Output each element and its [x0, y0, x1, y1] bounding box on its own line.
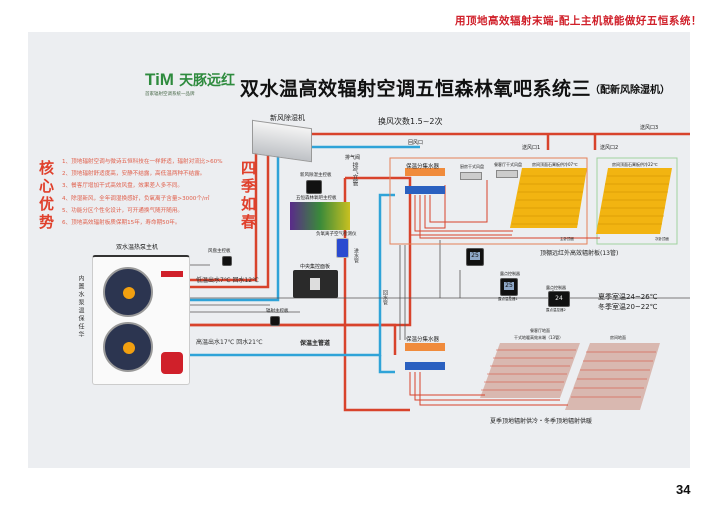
- four-seasons-heading: 四季如春: [239, 160, 257, 232]
- winter-temp: 冬季室温20~22℃: [598, 303, 658, 311]
- radiant-controller: [270, 316, 280, 326]
- dew-controller-1[interactable]: 25: [500, 278, 518, 296]
- advantage-item: 2、顶地辐射舒适度高，安静不结露，高低温两种不结露。: [62, 171, 206, 178]
- advantage-item: 1、顶地辐射空调与微诗五恒科技在一样舒适，辐射对流比>60%: [62, 159, 223, 165]
- cold-main-pipe: [190, 193, 395, 357]
- fan-icon: [103, 322, 153, 372]
- ceiling-panel-1: [510, 168, 587, 228]
- page-subtitle: （配新风除湿机）: [590, 85, 670, 96]
- air-change-rate: 换风次数1.5~2次: [378, 117, 443, 126]
- low-temp-label: 低温出水7℃ 回水12℃: [196, 277, 259, 284]
- dew-controller-2-label: 露点控制器: [546, 285, 566, 290]
- heat-pump-note: 内置水泵温保任华: [77, 275, 84, 339]
- central-control-panel: [293, 270, 338, 298]
- fan-coil-2: [496, 170, 518, 178]
- floor-panel-1: [480, 343, 580, 398]
- return-port-label: 回风口: [408, 140, 424, 146]
- supply-air-drops: [546, 134, 597, 150]
- forest-oxygen-controller: [290, 202, 350, 230]
- advantage-item: 3、餐客厅增加干式高效风盘，效果差人多不同。: [62, 183, 184, 190]
- summer-temp: 夏季室温24~26℃: [598, 293, 658, 301]
- supply-port-1-label: 送风口1: [522, 145, 541, 151]
- forest-panel-label: 五恒森林氧吧主控板: [296, 196, 337, 201]
- fan-coil-controller: [222, 256, 232, 266]
- exhaust-riser-label: 排气立管: [351, 162, 358, 186]
- heat-pump-label: 双水温热泵主机: [116, 244, 159, 251]
- anion-label: 负氧离子空气检测仪: [316, 232, 357, 237]
- cold-pipe: [190, 150, 280, 302]
- ceiling-zone1-box: [389, 157, 588, 245]
- heat-pump-unit: [92, 255, 190, 385]
- supply-port-3-label: 送风口3: [640, 125, 659, 131]
- fresh-air-controller: [306, 180, 322, 194]
- thermostat-1[interactable]: 25: [466, 248, 484, 266]
- fan-coil-1: [460, 172, 482, 180]
- radiant-ctrl-label: 辐射主控板: [266, 309, 289, 314]
- fan-coil-ctrl-label: 风盘主控板: [208, 249, 231, 254]
- page-number: 34: [676, 482, 691, 497]
- anion-detector: [336, 238, 349, 258]
- ceiling-panel-1-label: 房间顶面石膏板供冷07℃: [532, 162, 578, 167]
- ceiling-panel-2-label: 房间顶面石膏板供冷22℃: [612, 162, 658, 167]
- header-slogan: 用顶地高效辐射末端-配上主机就能做好五恒系统！: [455, 15, 702, 27]
- logo-tagline: 首家辐射空调系统一品牌: [145, 92, 195, 97]
- dew-controller-1-label: 露点控制器: [500, 271, 520, 276]
- ceiling-panel-2: [596, 168, 672, 234]
- dew-controller-2[interactable]: 24: [548, 291, 570, 307]
- floor-manifold-supply: [405, 343, 445, 351]
- advantage-item: 5、功能分区个性化设计，可开通换气随开随用。: [62, 207, 184, 214]
- exhaust-valve-label: 排气阀: [345, 155, 361, 161]
- advantage-item: 6、顶地高效辐射板质保期15年，寿命期50年。: [62, 220, 181, 227]
- floor-panel-1-label-1: 餐客厅地面: [530, 328, 550, 333]
- logo-en: TiM: [145, 70, 174, 89]
- main-pipe-label: 保温主管道: [300, 340, 331, 347]
- brand-badge: [161, 271, 183, 277]
- fresh-air-hot-pipe: [190, 147, 258, 282]
- fresh-air-unit-label: 新风除湿机: [270, 114, 305, 122]
- fan-coil-1-label: 厨房干式风盘: [460, 164, 484, 169]
- advantage-item: 4、除湿新风，全年调湿换感好，负氧离子含量>3000个/㎡: [62, 195, 210, 202]
- fresh-panel-label: 新风除湿主控板: [300, 173, 332, 178]
- floor-manifold-label: 保温分集水器: [406, 337, 440, 343]
- zone-2-label: 次卧顶面: [655, 237, 669, 241]
- certification-badge: [161, 352, 183, 374]
- dew-thermostat-1-label: 露点温控器1: [498, 297, 518, 301]
- brand-logo: TiM 天豚远红 首家辐射空调系统一品牌: [145, 70, 235, 97]
- floor-caption: 夏季顶地辐射供冷・冬季顶地辐射供暖: [490, 418, 593, 425]
- floor-panel-1-label-2: 干式地暖高效末端（13管）: [514, 335, 564, 340]
- floor-panel-2: [565, 343, 660, 410]
- dew-thermostat-2-label: 露点温控器2: [546, 308, 566, 312]
- ceiling-manifold-return: [405, 186, 445, 194]
- supply-port-2-label: 送风口2: [600, 145, 619, 151]
- ceiling-zone2-box: [596, 157, 678, 245]
- page-title: 双水温高效辐射空调五恒森林氧吧系统三: [240, 78, 592, 100]
- logo-cn: 天豚远红: [179, 73, 236, 89]
- high-temp-label: 高温出水17℃ 回水21℃: [196, 339, 263, 346]
- fan-coil-2-label: 餐客厅干式风盘: [494, 162, 522, 167]
- ceiling-manifold-label: 保温分集水器: [406, 164, 440, 170]
- floor-panel-2-label: 房间地面: [610, 335, 626, 340]
- advantages-heading: 核心优势: [37, 160, 55, 232]
- advantages-list: 1、顶地辐射空调与微诗五恒科技在一样舒适，辐射对流比>60% 2、顶地辐射舒适度…: [62, 156, 223, 229]
- central-panel-label: 中央集控面板: [300, 264, 331, 270]
- return-pipe-label: 回水管: [382, 290, 388, 305]
- fan-icon: [103, 267, 153, 317]
- ceiling-manifold-supply: [405, 168, 445, 176]
- zone-1-label: 主卧顶面: [560, 237, 574, 241]
- ceiling-caption: 顶棚远红外高效辐射板(13管): [540, 250, 619, 257]
- floor-manifold-return: [405, 362, 445, 370]
- supply-pipe-label: 进水管: [353, 248, 359, 263]
